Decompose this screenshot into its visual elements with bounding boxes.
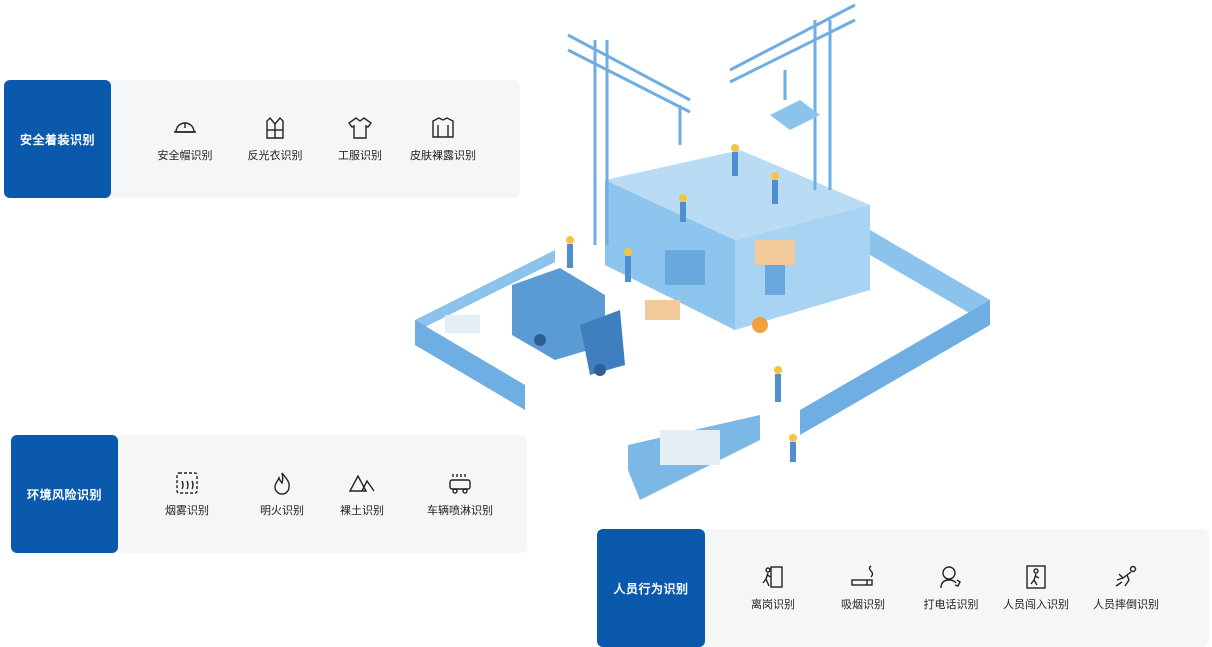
truck-wheel bbox=[594, 364, 606, 376]
window bbox=[765, 260, 785, 295]
intrusion-icon bbox=[1026, 565, 1046, 589]
reflective-vest-icon bbox=[266, 116, 284, 139]
smoke-recognition-label: 烟雾识别 bbox=[165, 504, 209, 517]
helmet-recognition-label: 安全帽识别 bbox=[157, 149, 213, 162]
smoking-recognition-item[interactable]: 吸烟识别 bbox=[831, 529, 895, 647]
fall-icon bbox=[1115, 565, 1137, 587]
fence-left-front bbox=[415, 320, 525, 410]
fire-recognition-item[interactable]: 明火识别 bbox=[250, 435, 314, 553]
leave-post-icon bbox=[762, 566, 783, 588]
reflective-vest-recognition-item[interactable]: 反光衣识别 bbox=[243, 80, 307, 198]
personnel-behavior-card: 离岗识别 吸烟识别 打电话识别 人员闯入识别 人员摔倒识别 bbox=[701, 529, 1209, 647]
fence-right bbox=[870, 230, 990, 325]
smoke-recognition-item[interactable]: 烟雾识别 bbox=[155, 435, 219, 553]
cement-mixer bbox=[752, 317, 768, 333]
crane-right bbox=[729, 3, 856, 190]
skin-exposure-recognition-item[interactable]: 皮肤裸露识别 bbox=[403, 80, 483, 198]
leave-post-recognition-label: 离岗识别 bbox=[751, 598, 795, 611]
intrusion-recognition-label: 人员闯入识别 bbox=[1003, 598, 1069, 611]
crane-left bbox=[567, 33, 691, 245]
fire-icon bbox=[274, 472, 290, 495]
truck-cab bbox=[580, 310, 625, 375]
material-stack bbox=[445, 315, 480, 333]
environment-risk-title: 环境风险识别 bbox=[11, 435, 118, 553]
fire-recognition-label: 明火识别 bbox=[260, 504, 304, 517]
bare-soil-icon bbox=[349, 474, 375, 492]
reflective-vest-recognition-label: 反光衣识别 bbox=[247, 149, 303, 162]
smoking-icon bbox=[851, 565, 874, 586]
wood-planks bbox=[755, 240, 795, 265]
phone-call-icon bbox=[940, 566, 961, 589]
skin-exposure-icon bbox=[432, 117, 454, 138]
vehicle-spray-recognition-label: 车辆喷淋识别 bbox=[427, 504, 493, 517]
fall-recognition-label: 人员摔倒识别 bbox=[1093, 598, 1159, 611]
leave-post-recognition-item[interactable]: 离岗识别 bbox=[741, 529, 805, 647]
fence-right-front bbox=[800, 300, 990, 435]
truck-wheel bbox=[534, 334, 546, 346]
smoke-icon bbox=[176, 472, 198, 494]
personnel-behavior-panel: 离岗识别 吸烟识别 打电话识别 人员闯入识别 人员摔倒识别 人员行为 bbox=[597, 529, 1209, 647]
helmet-icon bbox=[174, 122, 196, 133]
phone-call-recognition-label: 打电话识别 bbox=[923, 598, 979, 611]
construction-site-illustration bbox=[415, 3, 990, 500]
fence-left bbox=[415, 250, 555, 332]
skin-exposure-recognition-label: 皮肤裸露识别 bbox=[410, 149, 476, 162]
safety-clothing-card: 安全帽识别 反光衣识别 工服识别 皮肤裸露识别 bbox=[108, 80, 520, 198]
work-clothes-icon bbox=[348, 117, 372, 139]
wood-planks bbox=[645, 300, 680, 320]
smoking-recognition-label: 吸烟识别 bbox=[841, 598, 885, 611]
helmet-recognition-item[interactable]: 安全帽识别 bbox=[153, 80, 217, 198]
window bbox=[665, 250, 705, 285]
material-stack bbox=[660, 430, 720, 465]
fall-recognition-item[interactable]: 人员摔倒识别 bbox=[1081, 529, 1171, 647]
work-clothes-recognition-item[interactable]: 工服识别 bbox=[328, 80, 392, 198]
intrusion-recognition-item[interactable]: 人员闯入识别 bbox=[996, 529, 1076, 647]
vehicle-spray-recognition-item[interactable]: 车辆喷淋识别 bbox=[415, 435, 505, 553]
building-right-wall bbox=[735, 205, 870, 330]
work-clothes-recognition-label: 工服识别 bbox=[338, 149, 382, 162]
safety-clothing-title: 安全着装识别 bbox=[4, 80, 111, 198]
hanging-load bbox=[770, 100, 820, 130]
personnel-behavior-title: 人员行为识别 bbox=[597, 529, 705, 647]
building-top bbox=[605, 150, 870, 240]
environment-risk-panel: 烟雾识别 明火识别 裸土识别 车辆喷淋识别 环境风险识别 bbox=[11, 435, 527, 553]
bare-soil-recognition-label: 裸土识别 bbox=[340, 504, 384, 517]
phone-call-recognition-item[interactable]: 打电话识别 bbox=[911, 529, 991, 647]
environment-risk-card: 烟雾识别 明火识别 裸土识别 车辆喷淋识别 bbox=[115, 435, 527, 553]
vehicle-spray-icon bbox=[449, 474, 471, 494]
safety-clothing-panel: 安全帽识别 反光衣识别 工服识别 皮肤裸露识别 安全着装识别 bbox=[4, 80, 520, 198]
bare-soil-recognition-item[interactable]: 裸土识别 bbox=[330, 435, 394, 553]
workers bbox=[566, 144, 797, 462]
